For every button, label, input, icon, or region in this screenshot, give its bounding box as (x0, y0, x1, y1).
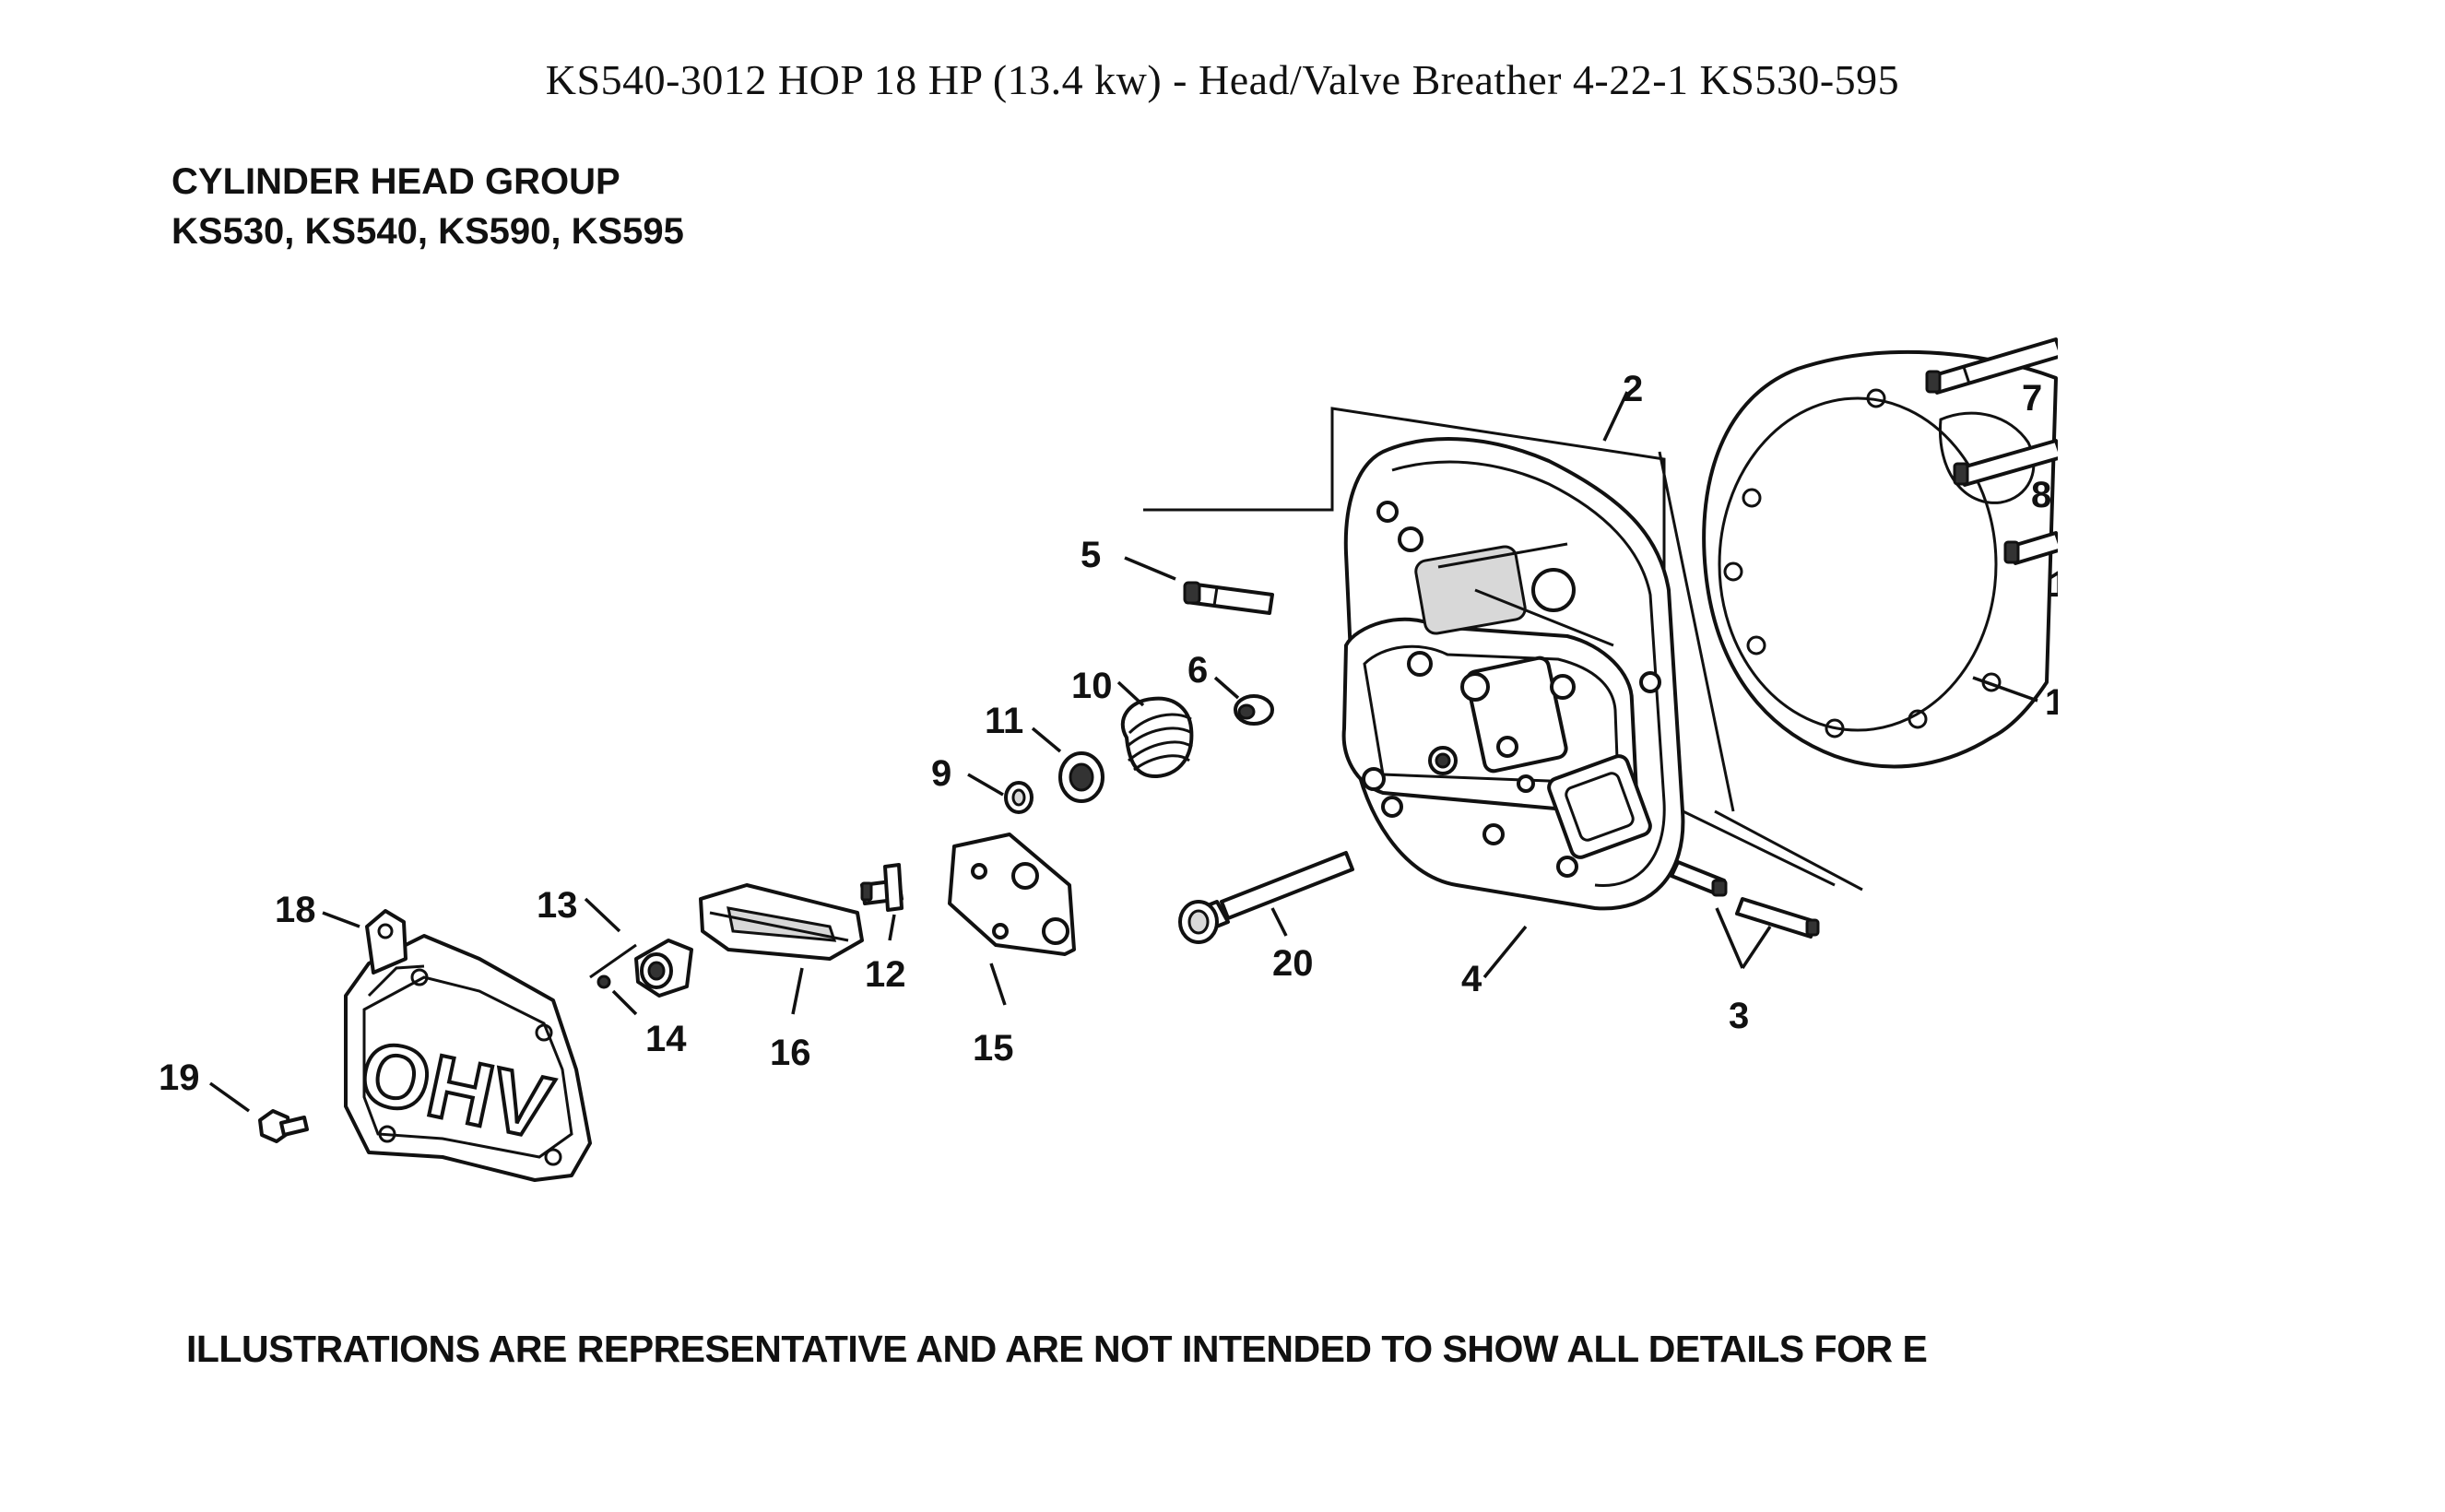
part-6-cap (1213, 676, 1274, 726)
part-16-deflector (699, 883, 864, 1015)
callout-13: 13 (537, 885, 578, 926)
part-15-plate (948, 833, 1076, 1006)
group-heading: CYLINDER HEAD GROUP KS530, KS540, KS590,… (171, 157, 684, 256)
callout-8: 8 (2031, 475, 2051, 515)
callout-9: 9 (931, 753, 951, 794)
part-1-head-gasket (1658, 349, 2058, 892)
part-18-valve-cover: OHV (322, 909, 592, 1182)
callout-6: 6 (1187, 650, 1208, 691)
group-heading-line1: CYLINDER HEAD GROUP (171, 161, 620, 202)
part-14-small-grommet (596, 975, 638, 1016)
disclaimer: ILLUSTRATIONS ARE REPRESENTATIVE AND ARE… (186, 1328, 1928, 1370)
part-7-stud (1925, 337, 2063, 395)
part-20-bolt (1178, 851, 1354, 944)
illustration-clip-mask (2058, 277, 2445, 1291)
callout-4: 4 (1461, 959, 1482, 999)
callout-3: 3 (1729, 996, 1749, 1036)
callout-11: 11 (985, 701, 1023, 741)
part-13-grommet (584, 897, 693, 998)
part-11-retainer (1031, 726, 1104, 803)
callout-19: 19 (159, 1057, 200, 1098)
callout-10: 10 (1071, 666, 1113, 706)
part-19-cover-bolt (208, 1081, 309, 1143)
callout-7: 7 (2022, 378, 2042, 419)
part-4-valve-assembly-lead (1482, 925, 1528, 979)
callout-18: 18 (275, 890, 316, 930)
callout-5: 5 (1081, 535, 1101, 575)
part-12-stud (860, 863, 904, 941)
callout-15: 15 (973, 1028, 1014, 1069)
callout-20: 20 (1272, 943, 1314, 984)
part-10-valve-spring (1116, 680, 1194, 779)
part-5-pin (1124, 556, 1274, 615)
callout-12: 12 (865, 954, 906, 995)
callout-16: 16 (770, 1033, 811, 1073)
callout-2: 2 (1623, 369, 1643, 409)
part-2-cylinder-head (1143, 391, 1836, 911)
part-9-washer (967, 773, 1034, 814)
group-heading-line2: KS530, KS540, KS590, KS595 (171, 211, 684, 252)
callout-14: 14 (645, 1019, 687, 1059)
part-3-dowels (1670, 860, 1820, 969)
page-title: KS540-3012 HOP 18 HP (13.4 kw) - Head/Va… (545, 56, 1900, 103)
